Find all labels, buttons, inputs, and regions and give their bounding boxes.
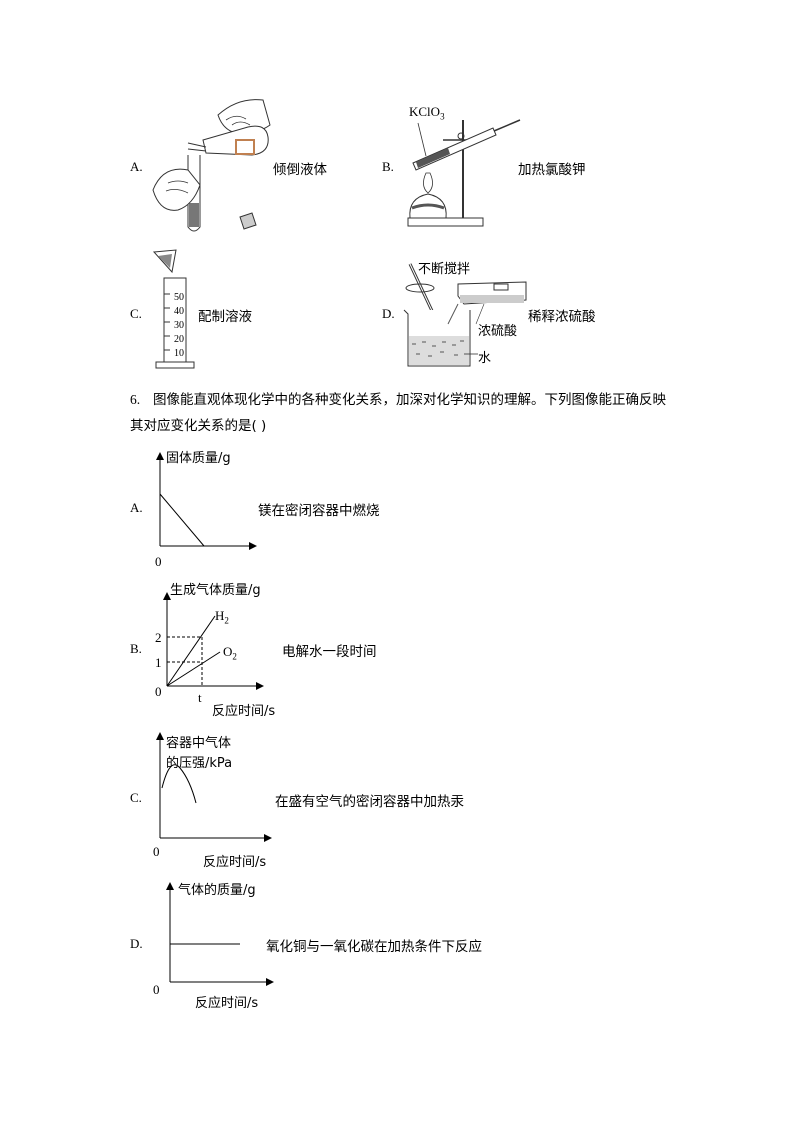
q5-option-a-caption: 倾倒液体 (273, 162, 327, 178)
q6-stem-line2: 其对应变化关系的是( ) (130, 418, 267, 434)
graph-b-h2-label: H2 (215, 608, 229, 626)
diluting-acid-illustration (403, 263, 527, 367)
cylinder-scale: 50 40 30 20 10 (174, 291, 184, 361)
graph-b-h2-line (166, 615, 216, 687)
graph-c-ylabel-line1: 容器中气体 (166, 736, 232, 751)
graph-b-tick-t: t (198, 690, 202, 705)
kclo3-subscript: 3 (440, 111, 445, 122)
water-label: 水 (478, 351, 492, 366)
graph-d (166, 882, 274, 986)
q6-number: 6. (130, 392, 141, 407)
graph-a-origin: 0 (155, 554, 162, 569)
graph-c-ylabel: 容器中气体 的压强/kPa (166, 734, 232, 774)
graph-a-ylabel: 固体质量/g (166, 451, 231, 466)
q5-option-d-caption: 稀释浓硫酸 (528, 309, 596, 325)
q6-stem-line1: 图像能直观体现化学中的各种变化关系，加深对化学知识的理解。下列图像能正确反映 (153, 392, 666, 408)
graph-a-curve (159, 493, 205, 547)
graph-b-o2-symbol: O (223, 644, 233, 659)
q6-option-c-caption: 在盛有空气的密闭容器中加热汞 (275, 794, 464, 810)
q6-option-c-letter: C. (130, 790, 142, 805)
kclo3-label: KClO3 (409, 104, 445, 122)
q6-option-b-letter: B. (130, 641, 142, 656)
graph-b-o2-line (166, 651, 221, 687)
graph-b (163, 592, 264, 690)
q6-option-b-caption: 电解水一段时间 (282, 644, 377, 660)
q6-option-a-caption: 镁在密闭容器中燃烧 (258, 503, 380, 519)
graph-c (156, 732, 272, 842)
q5-option-a-letter: A. (130, 159, 143, 174)
graph-c-curve (161, 764, 197, 804)
heating-kclo3-illustration (407, 119, 521, 227)
q5-option-d-letter: D. (382, 306, 395, 321)
graph-b-origin: 0 (155, 684, 162, 699)
measuring-cylinder-illustration (152, 249, 195, 369)
graph-b-tick-1: 1 (155, 655, 162, 670)
q6-stem: 6. 图像能直观体现化学中的各种变化关系，加深对化学知识的理解。下列图像能正确反… (130, 387, 690, 439)
cylinder-tick-50: 50 (174, 292, 184, 303)
stir-label: 不断搅拌 (418, 262, 471, 277)
acid-label: 浓硫酸 (478, 324, 518, 339)
cylinder-tick-40: 40 (174, 306, 184, 317)
cylinder-tick-10: 10 (174, 348, 184, 359)
graph-b-tick-2: 2 (155, 630, 162, 645)
graph-a (156, 452, 257, 550)
q6-option-d-letter: D. (130, 936, 143, 951)
graph-c-xlabel: 反应时间/s (203, 855, 267, 870)
graph-b-o2-label: O2 (223, 644, 237, 662)
q6-option-a-letter: A. (130, 500, 143, 515)
q5-option-b-caption: 加热氯酸钾 (518, 162, 586, 178)
graph-b-ylabel: 生成气体质量/g (170, 583, 261, 598)
graph-c-origin: 0 (153, 844, 160, 859)
q6-option-d-caption: 氧化铜与一氧化碳在加热条件下反应 (266, 939, 482, 955)
graph-c-ylabel-line2: 的压强/kPa (166, 756, 233, 771)
graph-b-xlabel: 反应时间/s (212, 704, 276, 719)
graph-d-ylabel: 气体的质量/g (178, 883, 256, 898)
cylinder-tick-20: 20 (174, 334, 184, 345)
graph-d-xlabel: 反应时间/s (195, 996, 259, 1011)
q5-option-c-letter: C. (130, 306, 142, 321)
cylinder-tick-30: 30 (174, 320, 184, 331)
kclo3-formula: KClO (409, 104, 441, 119)
graph-b-h2-symbol: H (215, 608, 225, 623)
graph-d-origin: 0 (153, 982, 160, 997)
graph-b-h2-sub: 2 (224, 615, 229, 626)
q5-option-b-letter: B. (382, 159, 394, 174)
graph-b-o2-sub: 2 (232, 651, 237, 662)
q5-option-c-caption: 配制溶液 (198, 309, 252, 325)
pouring-liquid-illustration (152, 99, 271, 232)
